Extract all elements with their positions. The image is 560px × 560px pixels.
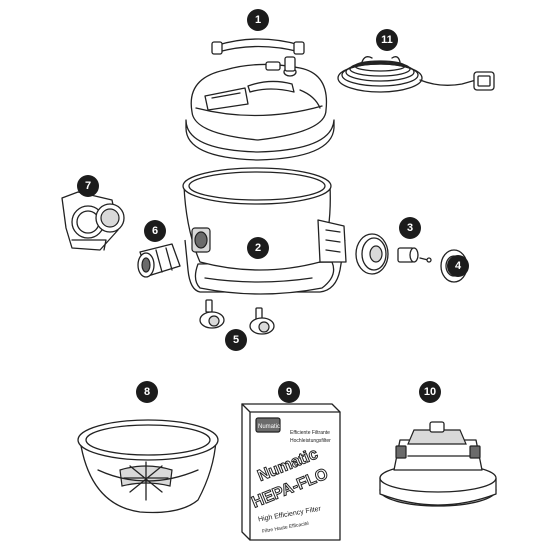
part-1-carry-handle [211, 38, 305, 55]
callout-10: 10 [419, 381, 441, 403]
callout-5: 5 [225, 329, 247, 351]
part-7-filter-flap [61, 191, 125, 251]
part-9-filter-bag-box [241, 403, 341, 541]
part-10-motor [379, 421, 497, 507]
callout-7: 7 [77, 175, 99, 197]
callout-1: 1 [247, 9, 269, 31]
box-tag-fr: Efficiente Filtrante [290, 430, 330, 436]
callout-4: 4 [447, 255, 469, 277]
part-5-castors [199, 299, 275, 335]
callout-8: 8 [136, 381, 158, 403]
part-2-main-tank [182, 167, 347, 295]
part-11-power-cable [337, 56, 495, 93]
motor-head-top [185, 56, 335, 161]
part-3-exhaust-outlet [355, 233, 432, 275]
callout-11: 11 [376, 29, 398, 51]
callout-2: 2 [247, 237, 269, 259]
callout-3: 3 [399, 217, 421, 239]
box-logo-text: Numatic [258, 424, 280, 430]
part-6-hose-cuff [137, 243, 181, 278]
callout-9: 9 [278, 381, 300, 403]
part-8-filter-basket [77, 419, 219, 514]
box-tag-de: Hochleistungsfilter [290, 438, 331, 444]
callout-6: 6 [144, 220, 166, 242]
